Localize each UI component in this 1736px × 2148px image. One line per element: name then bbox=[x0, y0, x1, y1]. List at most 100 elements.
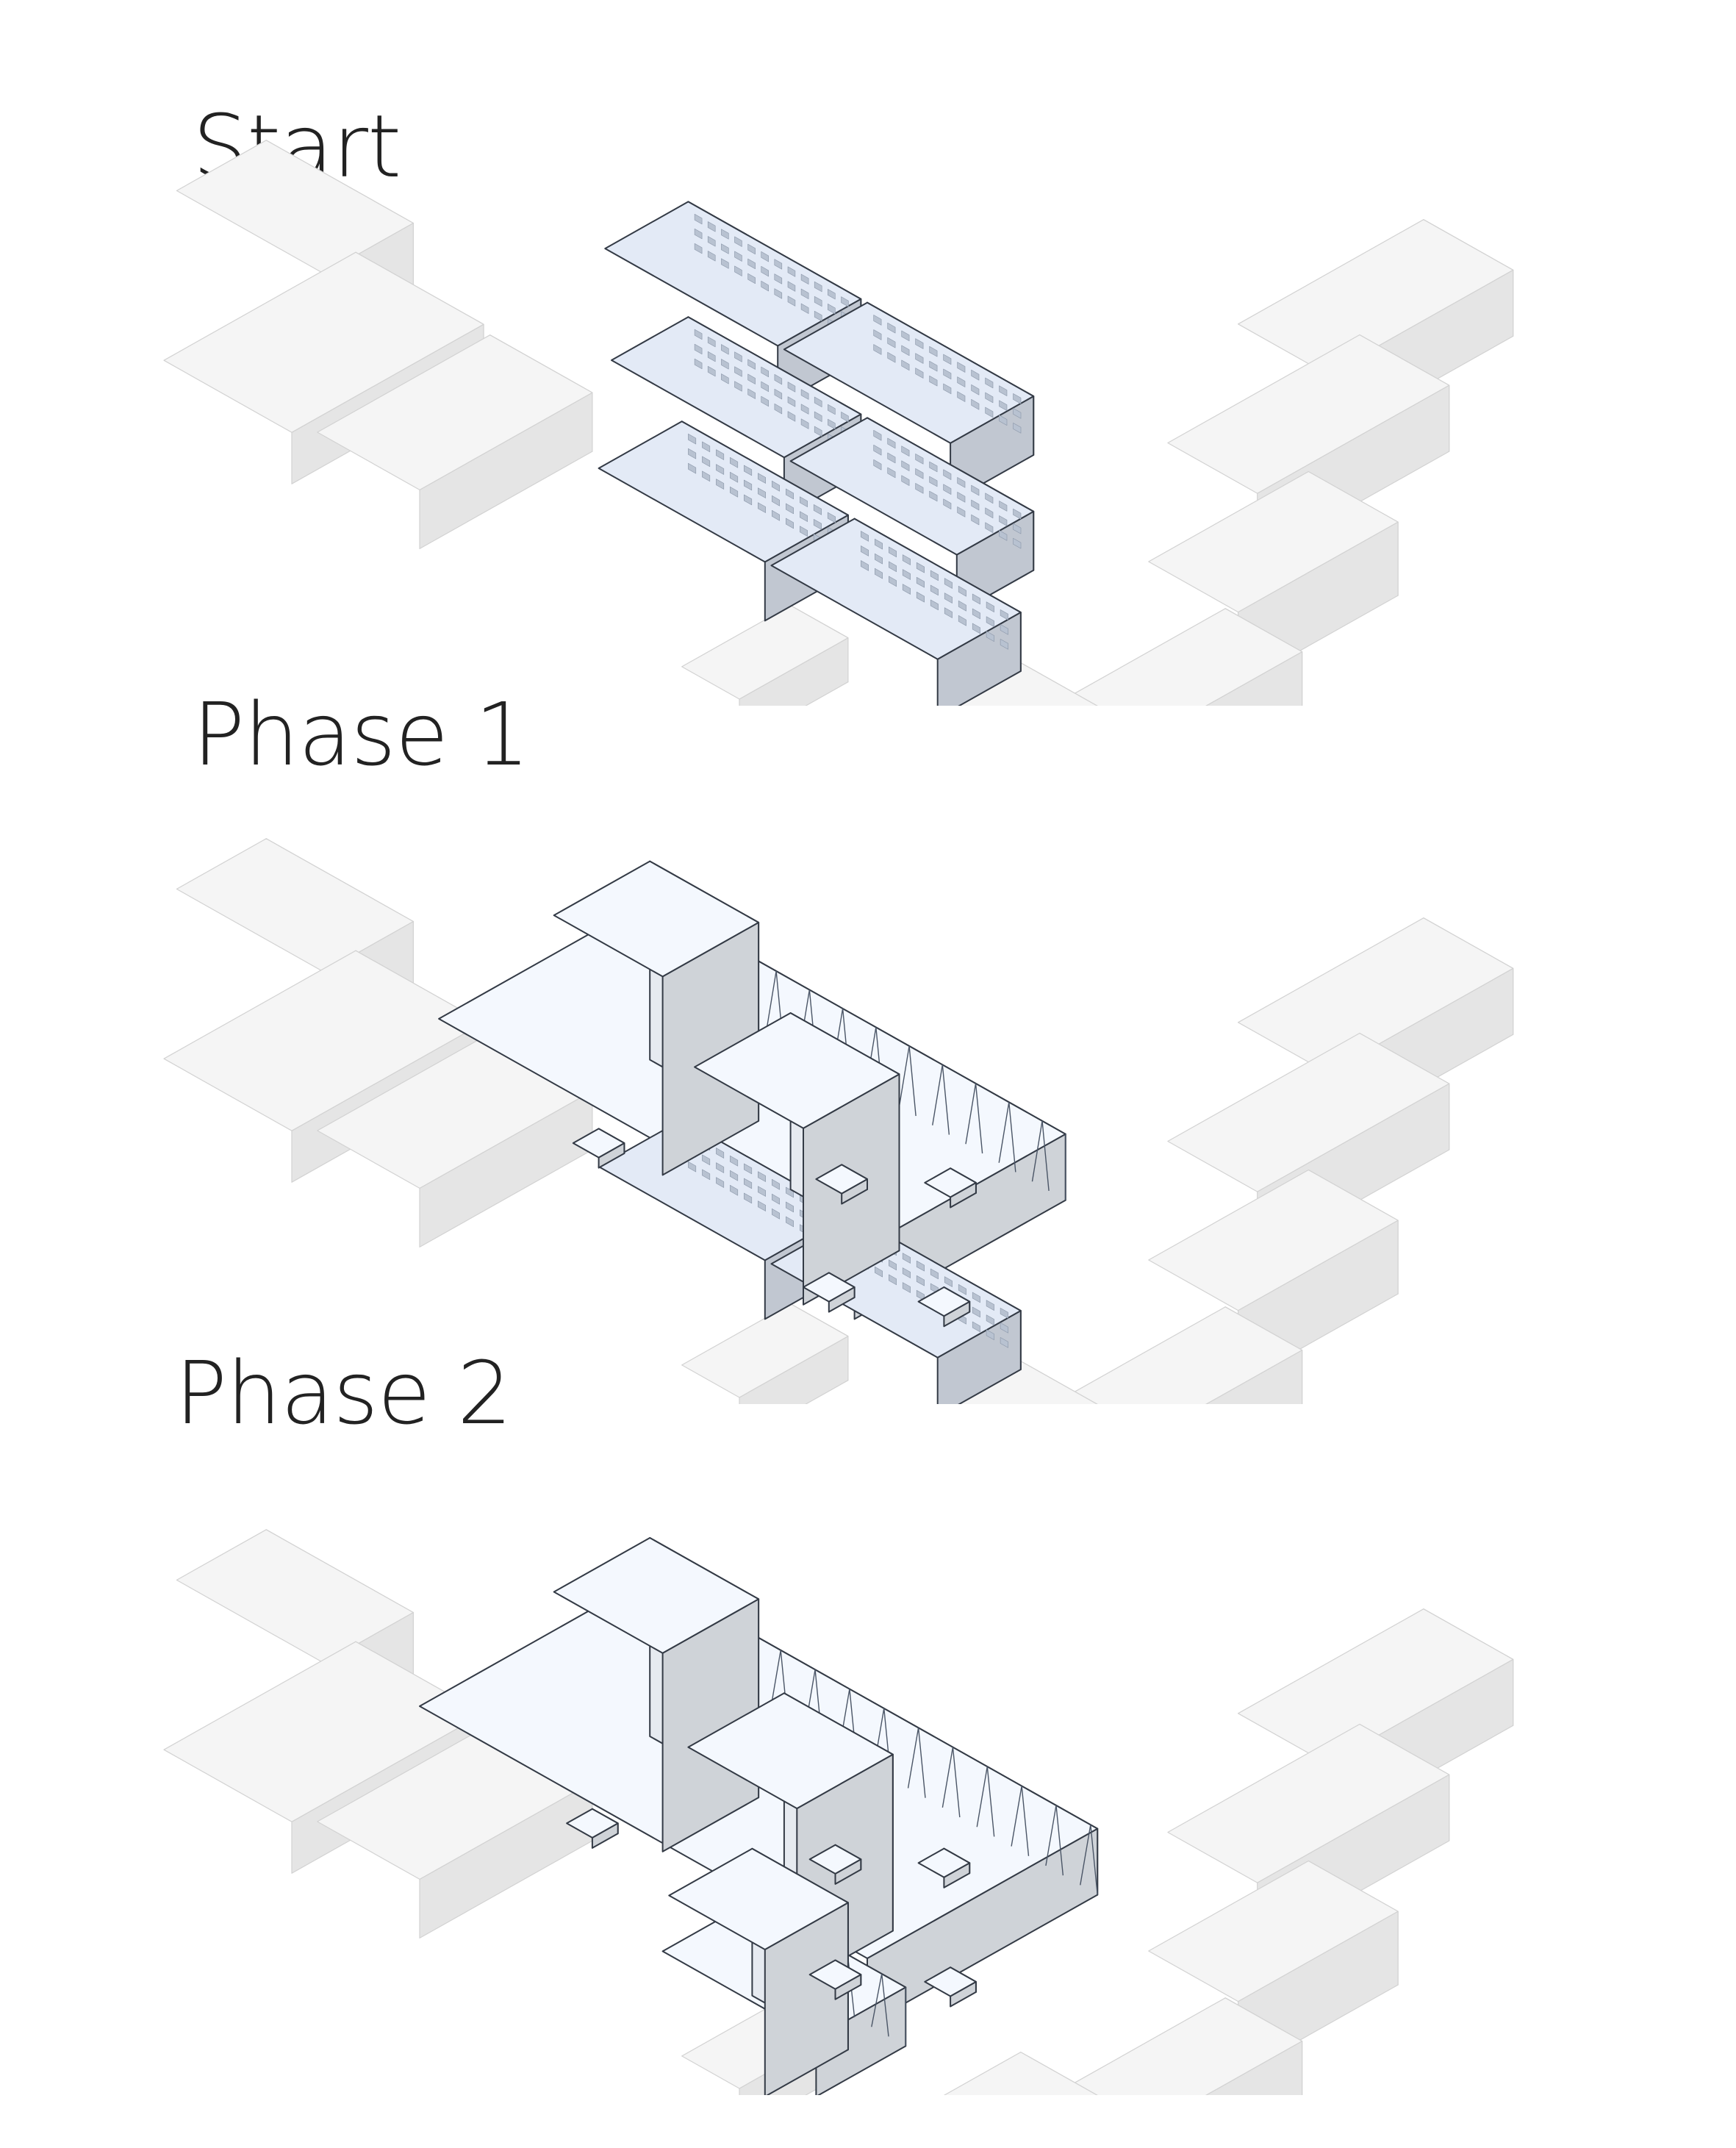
window bbox=[800, 404, 809, 415]
window bbox=[901, 460, 910, 471]
window bbox=[986, 631, 994, 642]
window bbox=[887, 437, 896, 449]
window bbox=[702, 1154, 711, 1166]
window bbox=[873, 329, 882, 340]
window bbox=[957, 376, 966, 387]
window bbox=[721, 344, 729, 355]
window bbox=[929, 490, 938, 502]
skylight-3-roof bbox=[924, 1167, 977, 1198]
window bbox=[1013, 537, 1022, 549]
window bbox=[814, 281, 822, 293]
window bbox=[774, 388, 783, 400]
tower-b-roof bbox=[687, 1692, 894, 1810]
window bbox=[943, 368, 952, 380]
context-building-2-roof bbox=[163, 950, 484, 1131]
facade-line bbox=[1045, 1805, 1057, 1866]
window bbox=[944, 593, 953, 604]
window bbox=[957, 506, 966, 518]
tower-a-roof bbox=[553, 1537, 760, 1654]
window bbox=[694, 343, 703, 355]
facade-line bbox=[1031, 1120, 1043, 1182]
skylight-3-roof bbox=[917, 1847, 971, 1878]
window bbox=[716, 1148, 725, 1159]
facade-line bbox=[898, 1045, 910, 1107]
window bbox=[957, 362, 966, 373]
window bbox=[800, 526, 808, 537]
window bbox=[800, 303, 809, 314]
skylight-5 bbox=[924, 1966, 977, 2008]
window bbox=[958, 1284, 966, 1295]
phase-2-site-diagram bbox=[163, 1529, 1514, 2095]
window bbox=[887, 351, 896, 363]
window bbox=[827, 512, 836, 523]
window bbox=[875, 553, 883, 565]
skylight-4 bbox=[803, 1272, 856, 1313]
window bbox=[929, 375, 938, 387]
window bbox=[999, 385, 1008, 396]
window bbox=[972, 1321, 980, 1333]
window bbox=[743, 465, 753, 476]
window bbox=[916, 1275, 925, 1286]
window bbox=[999, 515, 1008, 526]
window bbox=[734, 381, 742, 392]
window bbox=[758, 1171, 766, 1182]
window bbox=[688, 448, 697, 459]
window bbox=[800, 511, 808, 522]
window bbox=[902, 569, 911, 580]
window bbox=[972, 623, 980, 634]
window bbox=[787, 396, 796, 407]
window bbox=[761, 281, 769, 292]
context-building-7 bbox=[1058, 1997, 1303, 2095]
window bbox=[1000, 1337, 1008, 1348]
facade-line bbox=[976, 1766, 988, 1827]
window bbox=[787, 266, 796, 277]
window bbox=[915, 368, 924, 379]
window bbox=[786, 1216, 794, 1228]
window bbox=[929, 346, 938, 357]
window bbox=[747, 373, 756, 384]
window bbox=[707, 336, 716, 348]
window bbox=[958, 600, 966, 612]
window bbox=[930, 599, 939, 611]
window bbox=[971, 514, 980, 526]
window bbox=[787, 411, 796, 422]
facade-line bbox=[1041, 1120, 1050, 1192]
window bbox=[901, 445, 910, 457]
facade-line bbox=[881, 1974, 889, 2037]
skylight-4-roof bbox=[808, 1959, 862, 1990]
window bbox=[747, 243, 756, 254]
window bbox=[721, 243, 729, 254]
skylight-4 bbox=[808, 1959, 862, 2000]
window bbox=[787, 296, 796, 307]
window bbox=[930, 1268, 939, 1280]
context-building-3 bbox=[317, 334, 593, 550]
window bbox=[985, 377, 994, 389]
existing-bar-building-1-roof bbox=[604, 201, 862, 347]
window bbox=[694, 329, 703, 340]
context-building-8 bbox=[681, 1303, 849, 1404]
context-building-8-roof bbox=[681, 1303, 849, 1398]
window bbox=[786, 1201, 794, 1213]
window bbox=[887, 337, 896, 348]
skylight-2 bbox=[815, 1164, 868, 1205]
window bbox=[902, 554, 911, 565]
window bbox=[944, 578, 953, 589]
window bbox=[873, 344, 882, 355]
tower-a-roof bbox=[553, 860, 760, 978]
window bbox=[772, 509, 780, 521]
window bbox=[986, 1329, 994, 1340]
window bbox=[944, 1276, 953, 1287]
window bbox=[1013, 393, 1022, 404]
window bbox=[688, 462, 697, 474]
window bbox=[747, 359, 756, 370]
window bbox=[930, 570, 939, 581]
window bbox=[761, 251, 769, 262]
window bbox=[734, 366, 742, 377]
window bbox=[889, 561, 897, 573]
window bbox=[873, 315, 882, 326]
window bbox=[702, 456, 711, 468]
window bbox=[889, 1274, 897, 1286]
window bbox=[971, 384, 980, 395]
window bbox=[721, 258, 729, 269]
window bbox=[813, 504, 822, 515]
